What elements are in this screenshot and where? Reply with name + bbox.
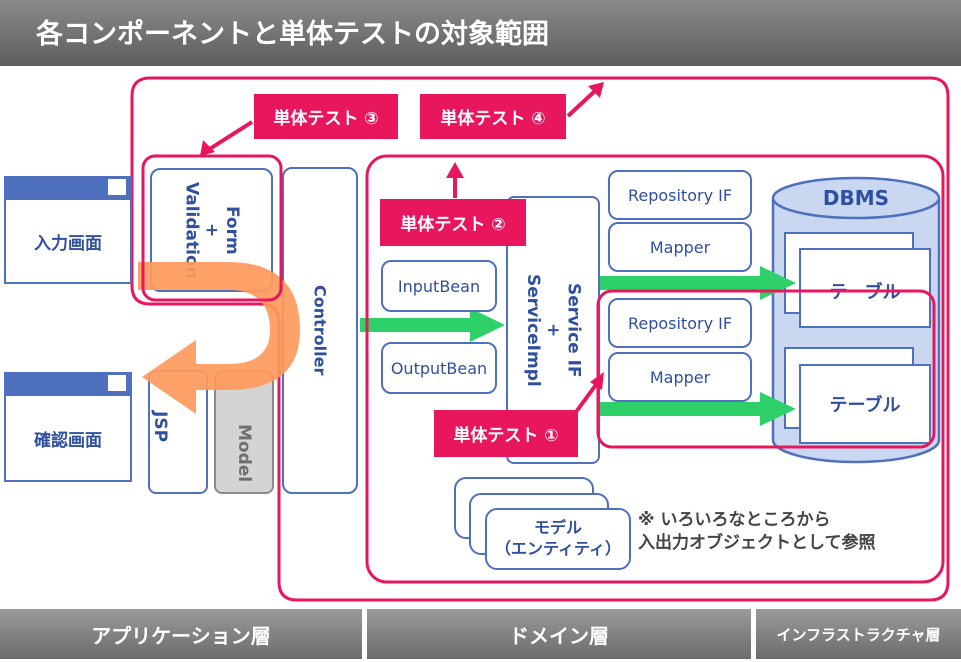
infrastructure-layer-label: インフラストラクチャ層 <box>756 609 961 659</box>
model: Model <box>214 370 274 494</box>
input-screen: 入力画面 <box>4 176 132 284</box>
output-bean: OutputBean <box>381 342 497 394</box>
test3-arrow-icon <box>200 140 215 156</box>
note-text: ※ いろいろなところから 入出力オブジェクトとして参照 <box>638 510 876 553</box>
test2-scope-outline <box>365 154 945 584</box>
entity-card: モデル （エンティティ） <box>485 508 631 570</box>
confirm-screen-label: 確認画面 <box>34 430 102 451</box>
jsp-label: JSP <box>150 411 170 443</box>
controller: Controller <box>282 167 358 494</box>
test3-label: 単体テスト ③ <box>254 94 398 139</box>
service-label: Service IF + ServiceImpl <box>522 273 584 387</box>
title-bar <box>0 0 961 66</box>
input-bean-label: InputBean <box>397 276 481 296</box>
output-bean-label: OutputBean <box>390 358 488 378</box>
test4-scope-outline <box>130 76 950 602</box>
mapper-1: Mapper <box>608 222 752 272</box>
test2-label: 単体テスト ② <box>380 199 526 246</box>
input-screen-label: 入力画面 <box>34 233 102 254</box>
window-button-icon <box>108 375 126 391</box>
confirm-screen: 確認画面 <box>4 372 132 482</box>
test1-arrow-icon <box>590 372 604 390</box>
repository-if-2-label: Repository IF <box>627 313 733 333</box>
repository-if-1-label: Repository IF <box>627 185 733 205</box>
form-validation-label: Form + Validation <box>181 181 243 279</box>
service-to-table1-arrow <box>600 266 796 300</box>
domain-layer-label: ドメイン層 <box>367 609 751 659</box>
mapper-2-label: Mapper <box>649 367 711 387</box>
application-layer-label: アプリケーション層 <box>0 609 362 659</box>
controller-to-service-arrow <box>360 308 505 342</box>
table-2: テーブル <box>799 364 931 444</box>
test1-scope-outline <box>596 289 936 449</box>
repository-if-1: Repository IF <box>608 170 752 220</box>
entity-label: モデル （エンティティ） <box>494 518 622 558</box>
mapper-2: Mapper <box>608 352 752 402</box>
window-button-icon <box>108 179 126 195</box>
test4-label: 単体テスト ④ <box>420 94 566 139</box>
service-to-table2-arrow <box>600 392 796 426</box>
test2-arrow-icon <box>446 162 464 178</box>
table-2-label: テーブル <box>829 395 901 416</box>
test4-arrow-icon <box>588 82 604 98</box>
repository-if-2: Repository IF <box>608 298 752 348</box>
mapper-1-label: Mapper <box>649 237 711 257</box>
jsp: JSP <box>148 370 208 494</box>
test1-label: 単体テスト ① <box>434 410 578 457</box>
model-label: Model <box>234 423 254 482</box>
page-title: 各コンポーネントと単体テストの対象範囲 <box>36 19 549 50</box>
test3-scope-outline <box>141 154 283 302</box>
controller-label: Controller <box>310 285 330 376</box>
dbms-label: DBMS <box>822 186 890 210</box>
input-bean: InputBean <box>381 260 497 312</box>
